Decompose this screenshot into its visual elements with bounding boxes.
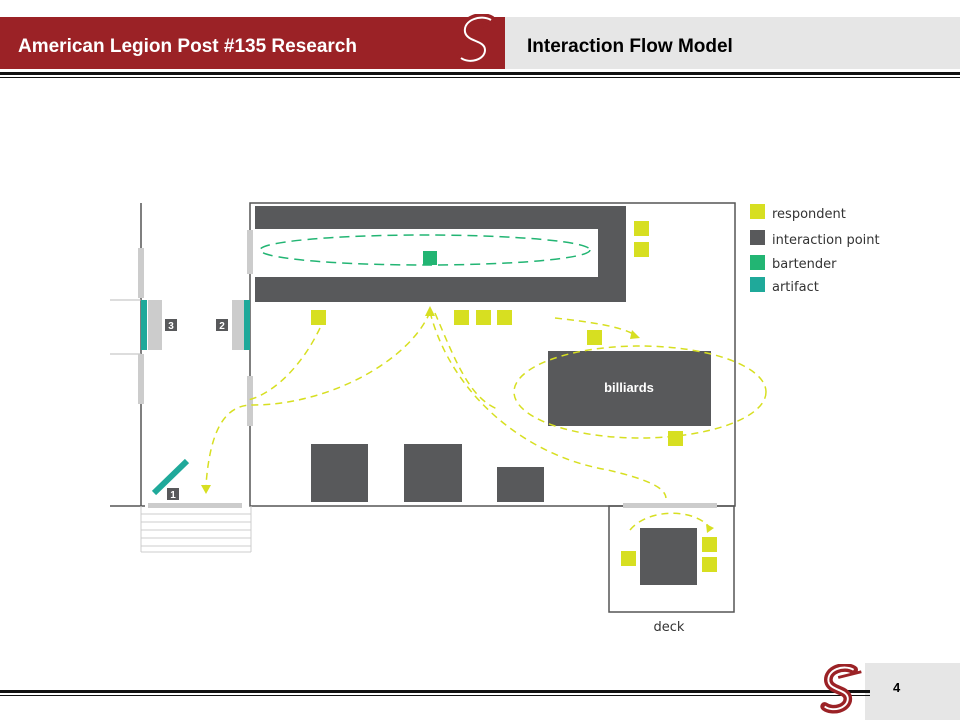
legend-swatch-interaction-point [750,230,765,245]
flow-arrowheads [201,306,714,533]
entrance-label-1 [167,488,179,500]
footer-bar-right [865,663,960,720]
legend-swatch-artifact [750,277,765,292]
legend-label-bartender: bartender [772,257,837,272]
deck-table [640,528,697,585]
door-2 [232,300,246,350]
legend-swatch-bartender [750,255,765,270]
legend-label-interaction-point: interaction point [772,233,880,248]
svg-text:2: 2 [219,321,225,332]
deck-label: deck [654,620,685,635]
door-opening [623,503,717,508]
footer-rule-thin [0,695,870,696]
entry-stairs [140,506,252,553]
respondent-flows [205,311,767,531]
entrance-label-2 [216,319,228,331]
respondent-markers [311,221,717,572]
door-opening [247,376,253,426]
svg-text:1: 1 [170,490,176,501]
table-3 [497,467,544,502]
main-room-outline [249,202,736,507]
footer-rule [0,690,870,693]
header-rule [0,72,960,75]
table-2 [404,444,462,502]
legend: respondent interaction point bartender a… [750,204,880,295]
footer-logo-s-icon [820,664,862,714]
header-bar-left [0,17,505,69]
billiards-table [548,351,711,426]
header-rule-thin [0,77,960,78]
table-1 [311,444,368,502]
artifact-door-3 [141,300,147,350]
slide-title: Interaction Flow Model [527,36,733,57]
door-opening [138,248,144,298]
door-opening [247,230,253,274]
entrance-label-3 [165,319,177,331]
logo-s-icon [456,14,500,66]
artifact-door-2 [244,300,250,350]
door-3 [148,300,162,350]
org-title: American Legion Post #135 Research [18,36,357,57]
bartender-marker [423,251,437,265]
page-number: 4 [893,680,901,695]
header-bar-right [505,17,960,69]
legend-label-artifact: artifact [772,280,819,295]
artifact-entry-1 [151,458,190,496]
bar-counter [255,206,626,302]
billiards-label: billiards [604,380,654,395]
legend-swatch-respondent [750,204,765,219]
door-opening [148,503,242,508]
svg-text:3: 3 [168,321,174,332]
legend-label-respondent: respondent [772,207,846,222]
door-opening [138,354,144,404]
